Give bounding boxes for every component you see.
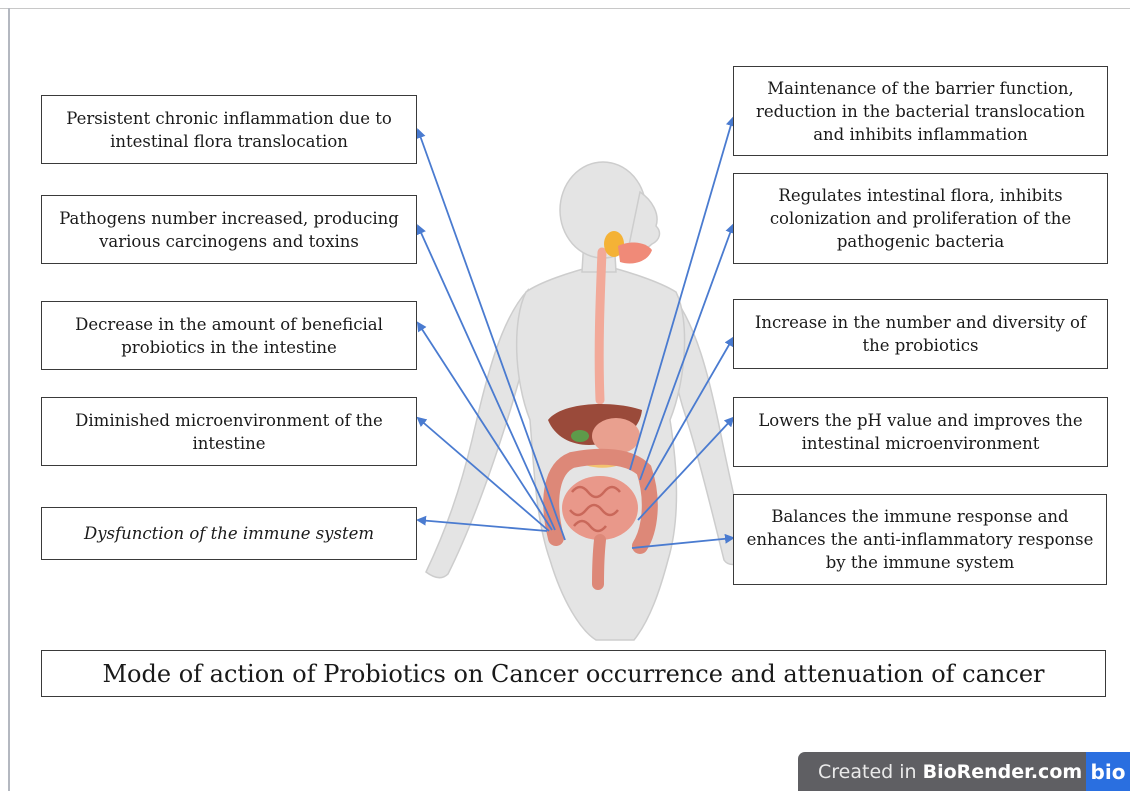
right-effect-1-line-3: and inhibits inflammation <box>756 123 1085 146</box>
right-effect-5-line-3: by the immune system <box>747 551 1094 574</box>
rectum <box>598 540 600 584</box>
right-effect-3-line-1: Increase in the number and diversity of <box>755 311 1086 334</box>
left-effect-4-line-2: intestine <box>75 432 383 455</box>
right-effect-4-line-1: Lowers the pH value and improves the <box>758 409 1082 432</box>
arrow-to-left-5 <box>418 520 547 531</box>
right-effect-1-line-2: reduction in the bacterial translocation <box>756 100 1085 123</box>
left-effect-3-line-2: probiotics in the intestine <box>75 336 383 359</box>
biorender-logo-icon: bio <box>1086 752 1130 791</box>
left-effect-5-line-1: Dysfunction of the immune system <box>84 522 374 545</box>
right-effect-3-line-2: the probiotics <box>755 334 1086 357</box>
watermark-prefix: Created in <box>818 761 923 783</box>
left-effect-box-5: Dysfunction of the immune system <box>41 507 417 560</box>
diagram-title: Mode of action of Probiotics on Cancer o… <box>41 650 1106 697</box>
watermark-text: Created in BioRender.com <box>798 761 1082 783</box>
left-effect-3-line-1: Decrease in the amount of beneficial <box>75 313 383 336</box>
right-effect-5-line-2: enhances the anti-inflammatory response <box>747 528 1094 551</box>
left-effect-4-line-1: Diminished microenvironment of the <box>75 409 383 432</box>
right-effect-2-line-3: pathogenic bacteria <box>770 230 1071 253</box>
biorender-watermark: Created in BioRender.com bio <box>798 752 1130 791</box>
right-effect-1-line-1: Maintenance of the barrier function, <box>756 77 1085 100</box>
left-effect-1-line-1: Persistent chronic inflammation due to <box>66 107 392 130</box>
diagram-title-text: Mode of action of Probiotics on Cancer o… <box>102 660 1044 688</box>
right-effect-2-line-2: colonization and proliferation of the <box>770 207 1071 230</box>
right-effect-box-1: Maintenance of the barrier function,redu… <box>733 66 1108 156</box>
left-effect-2-line-2: various carcinogens and toxins <box>59 230 399 253</box>
stomach <box>592 418 640 454</box>
right-effect-4-line-2: intestinal microenvironment <box>758 432 1082 455</box>
right-effect-2-line-1: Regulates intestinal flora, inhibits <box>770 184 1071 207</box>
esophagus <box>599 252 602 400</box>
left-arm <box>426 290 530 578</box>
left-effect-2-line-1: Pathogens number increased, producing <box>59 207 399 230</box>
left-effect-1-line-2: intestinal flora translocation <box>66 130 392 153</box>
gallbladder <box>571 430 589 442</box>
watermark-brand: BioRender.com <box>923 761 1083 783</box>
right-effect-5-line-1: Balances the immune response and <box>747 505 1094 528</box>
